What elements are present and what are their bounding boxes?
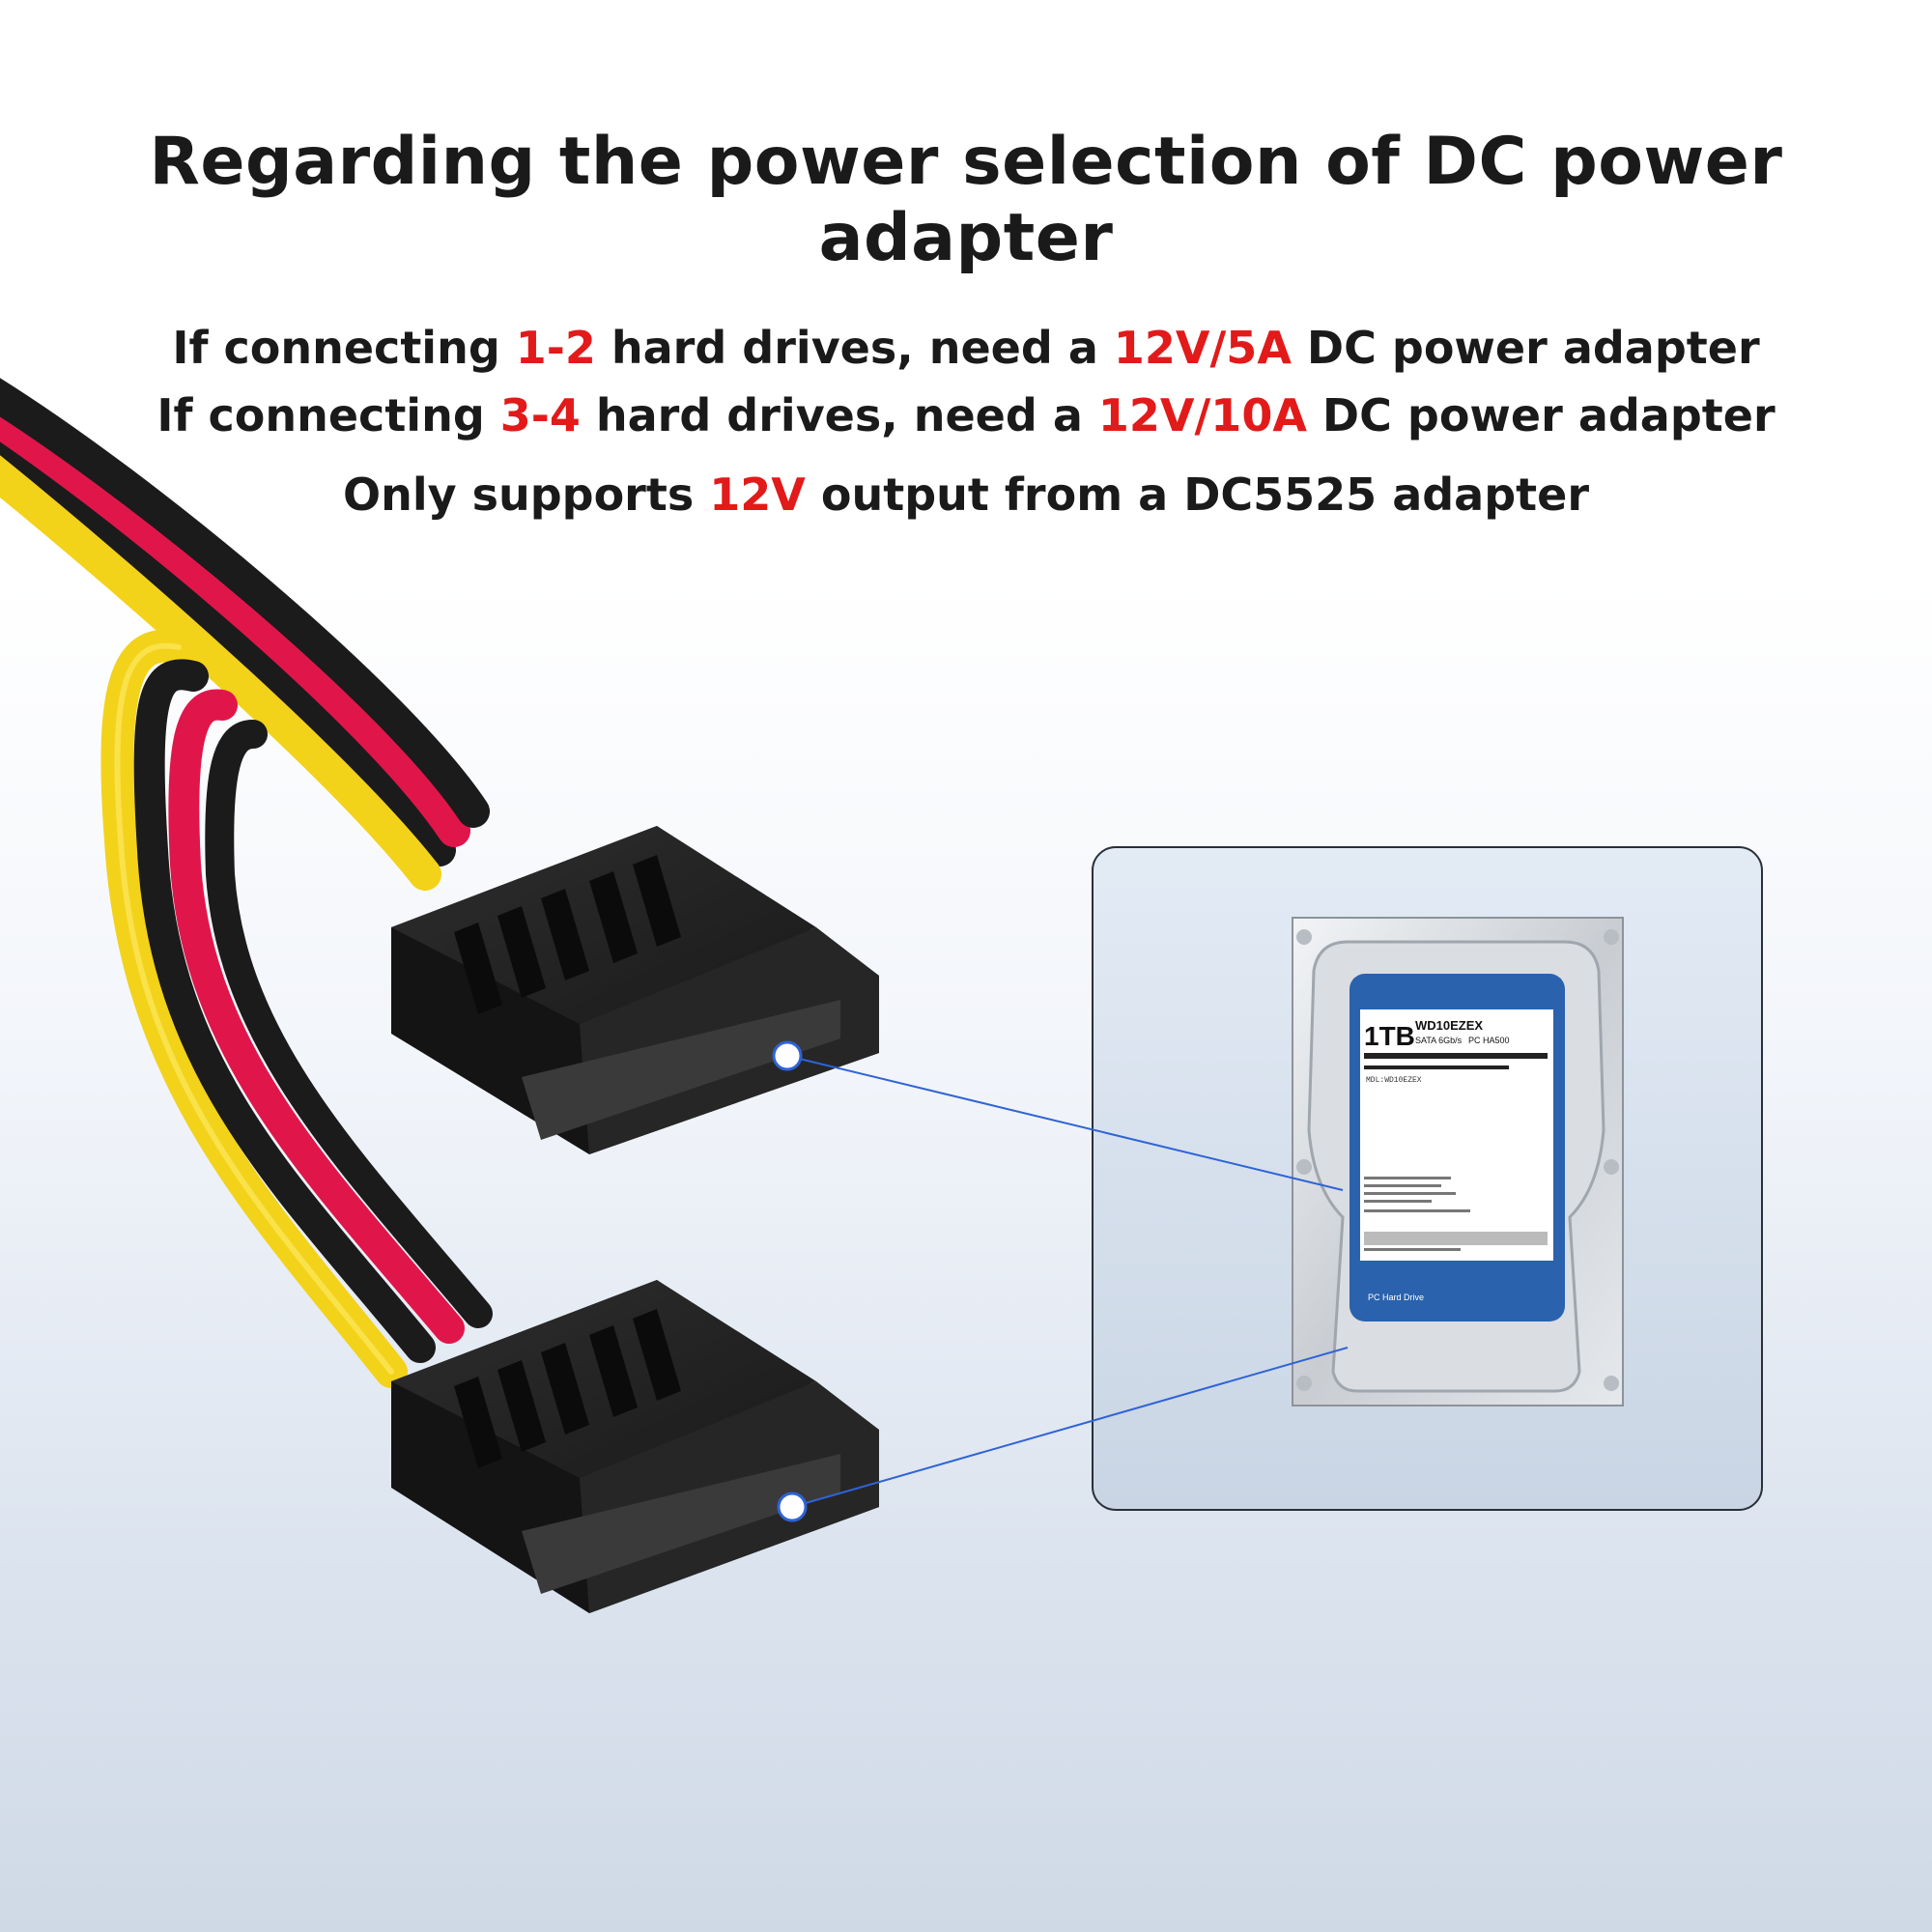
line-1-drive-count: 1-2: [515, 322, 596, 374]
requirement-line-3: Only supports 12V output from a DC5525 a…: [0, 469, 1932, 521]
requirement-line-2: If connecting 3-4 hard drives, need a 12…: [0, 389, 1932, 441]
line-3-text-pre: Only supports: [342, 469, 710, 521]
callout-lines: [786, 1055, 1349, 1508]
drive-serial-label: MDL:WD10EZEX: [1366, 1076, 1422, 1085]
line-2-adapter-rating: 12V/10A: [1097, 389, 1307, 441]
label-fine-print: [1364, 1177, 1548, 1251]
hard-drive-image: [1292, 917, 1624, 1406]
line-2-text-pre: If connecting: [156, 389, 500, 441]
label-barcode: [1364, 1053, 1548, 1069]
drive-model-label: WD10EZEX: [1415, 1018, 1483, 1033]
line-1-text-mid: hard drives, need a: [595, 322, 1114, 374]
line-2-text-mid: hard drives, need a: [580, 389, 1098, 441]
line-2-drive-count: 3-4: [499, 389, 581, 441]
drive-interface-label: SATA 6Gb/s: [1415, 1036, 1463, 1045]
page-title: Regarding the power selection of DC powe…: [149, 124, 1783, 276]
cable-bundle-1: [0, 378, 490, 891]
requirement-line-1: If connecting 1-2 hard drives, need a 12…: [0, 322, 1932, 374]
sata-connector-2: [391, 1280, 879, 1613]
line-3-voltage: 12V: [709, 469, 806, 521]
line-1-text-pre: If connecting: [172, 322, 516, 374]
drive-capacity-label: 1TB: [1364, 1021, 1415, 1051]
line-1-text-post: DC power adapter: [1291, 322, 1760, 374]
line-2-text-post: DC power adapter: [1306, 389, 1776, 441]
line-1-adapter-rating: 12V/5A: [1113, 322, 1292, 374]
sata-connector-1: [391, 826, 879, 1154]
drive-footer-label: PC Hard Drive: [1368, 1293, 1424, 1302]
cable-bundle-2: [100, 629, 493, 1388]
line-3-text-mid: output from a DC5525 adapter: [805, 469, 1590, 521]
callout-dots: [772, 1040, 808, 1522]
drive-pc-code-label: PC HA500: [1468, 1036, 1510, 1045]
